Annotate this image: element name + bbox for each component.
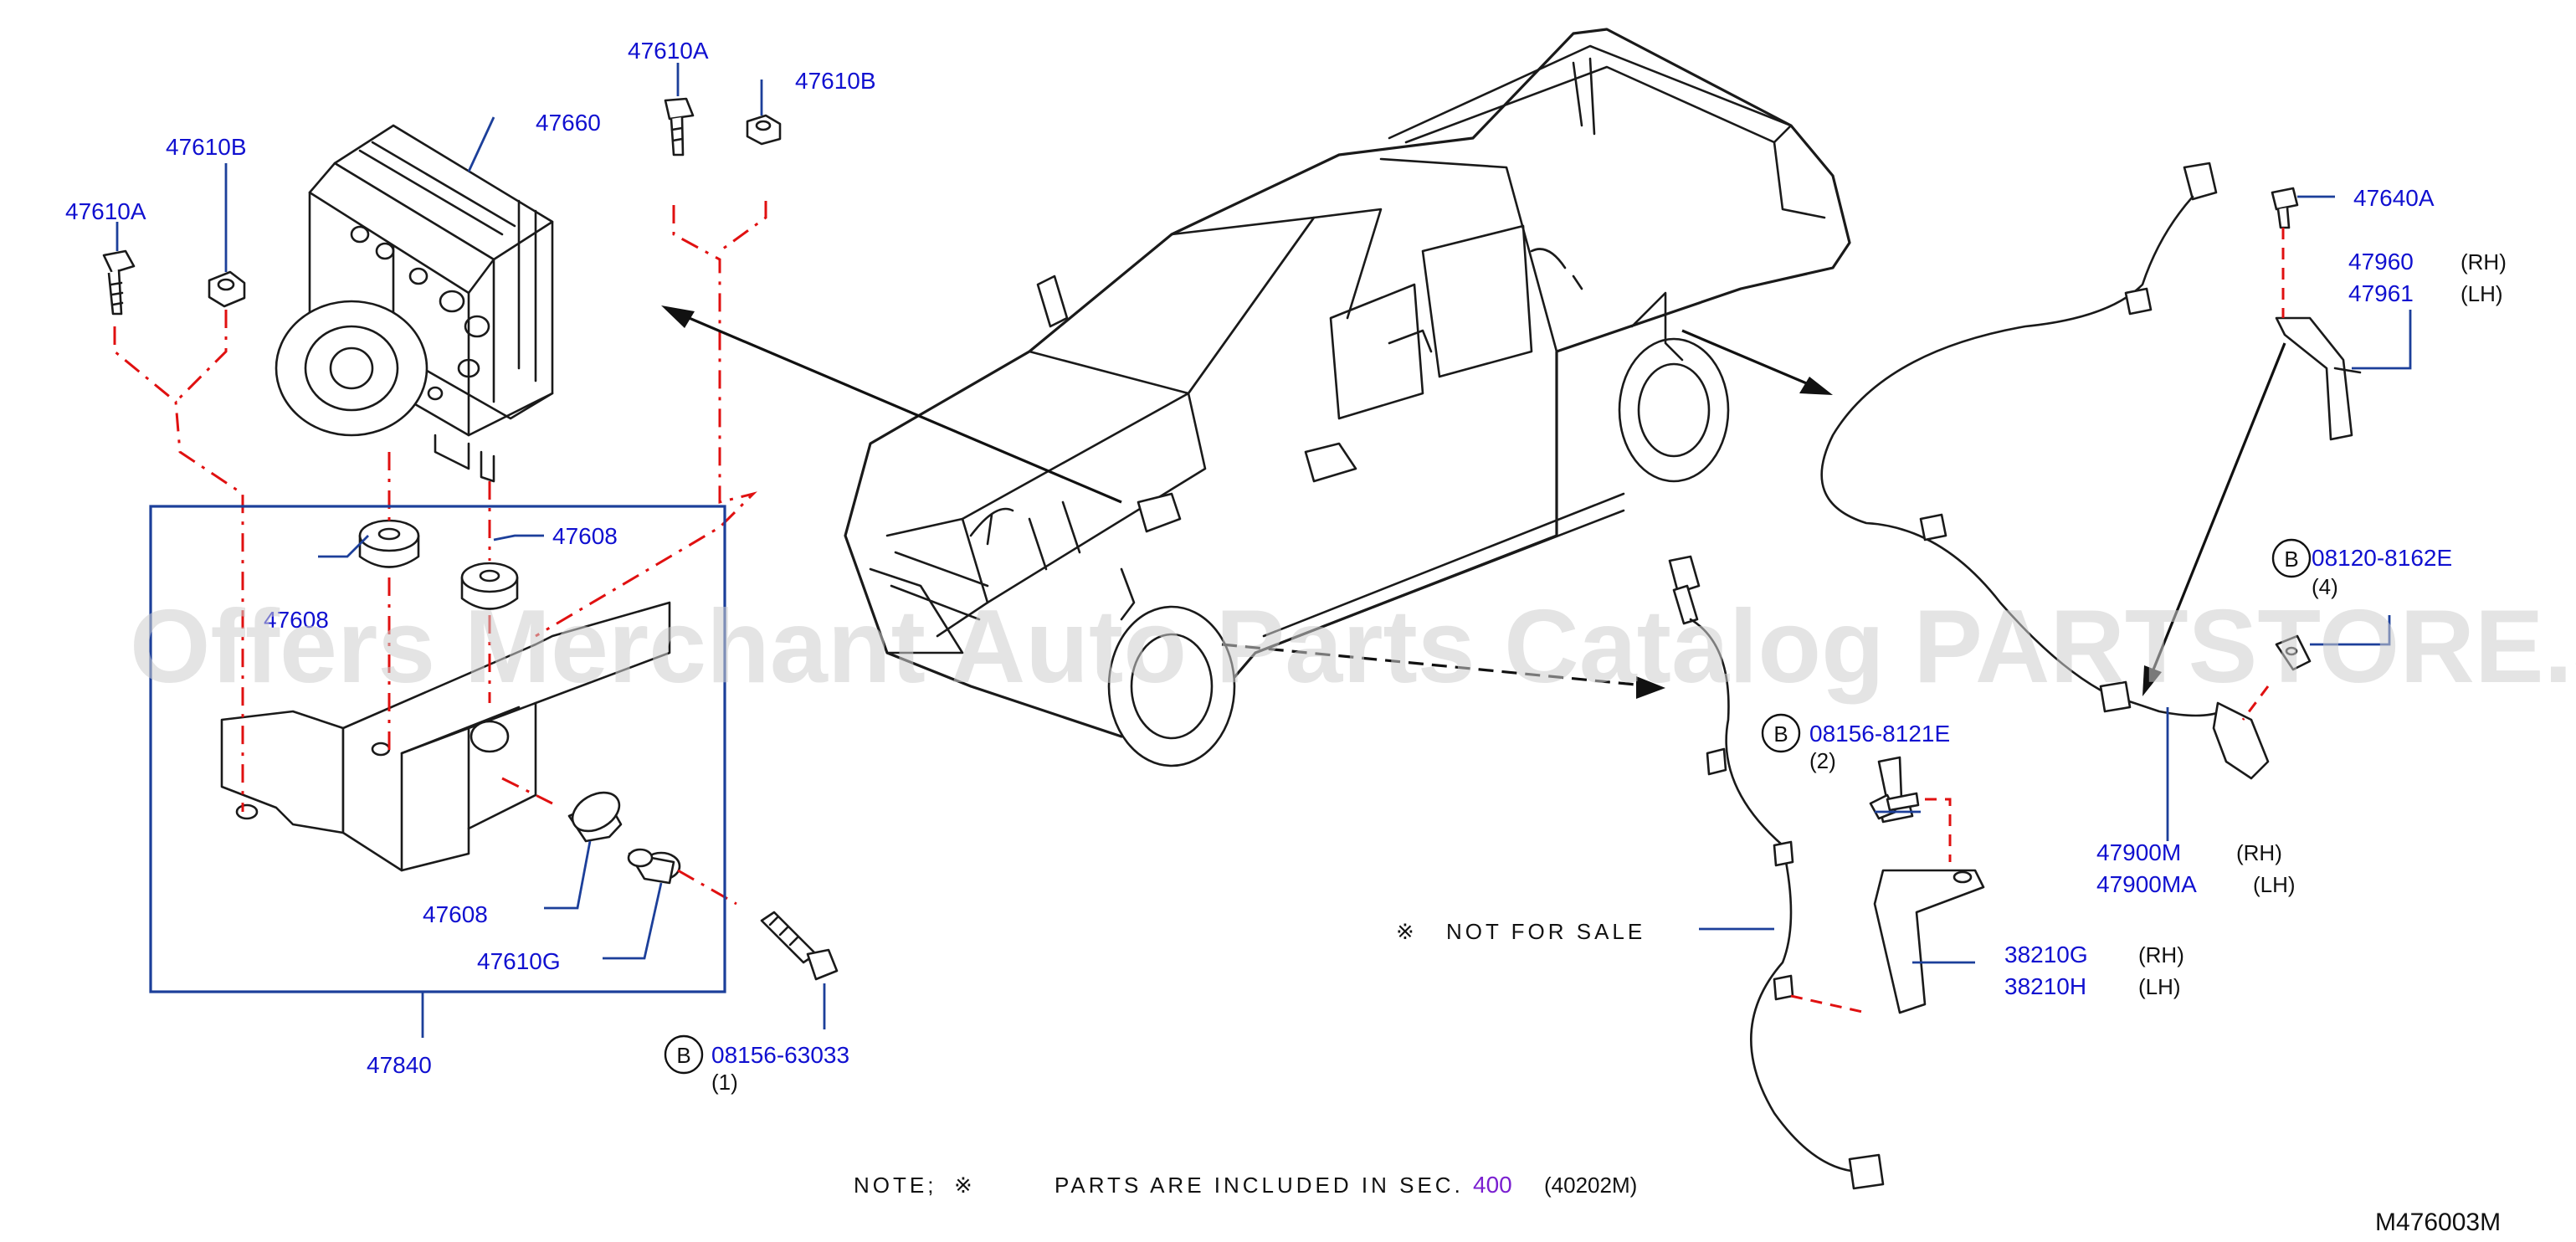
label-47608-a[interactable]: 47608 bbox=[264, 607, 329, 633]
bolt-marker-63033: B bbox=[664, 1034, 704, 1075]
label-47961[interactable]: 47961 bbox=[2348, 280, 2414, 306]
bolt-08120-8162E bbox=[2275, 634, 2312, 671]
note-text: PARTS ARE INCLUDED IN SEC. bbox=[1055, 1173, 1464, 1198]
diagram-code: M476003M bbox=[2375, 1209, 2501, 1236]
label-47610A-left[interactable]: 47610A bbox=[65, 198, 146, 224]
watermark: Offers Merchant Auto Parts Catalog PARTS… bbox=[130, 589, 2576, 705]
label-47610A-top[interactable]: 47610A bbox=[628, 38, 709, 64]
nut-47610B-left bbox=[208, 270, 246, 308]
label-08156-63033[interactable]: 08156-63033 bbox=[711, 1042, 849, 1068]
side-38210G: (RH) bbox=[2138, 942, 2184, 967]
sensor-bracket-38210 bbox=[1873, 756, 1985, 1014]
grommet-b bbox=[460, 562, 519, 610]
label-08156-8121E[interactable]: 08156-8121E bbox=[1809, 721, 1950, 747]
label-47900MA[interactable]: 47900MA bbox=[2096, 871, 2197, 897]
sensor-bracket-47960 bbox=[2275, 316, 2362, 441]
label-08120-8162E[interactable]: 08120-8162E bbox=[2312, 545, 2452, 571]
assembly-guides-front bbox=[1790, 798, 1952, 1014]
qty-08156-63033: (1) bbox=[711, 1070, 738, 1095]
abs-actuator-unit bbox=[275, 124, 554, 483]
not-for-sale-text: NOT FOR SALE bbox=[1446, 919, 1645, 944]
abs-bracket-group-box bbox=[149, 505, 726, 993]
label-47610B-left[interactable]: 47610B bbox=[166, 134, 247, 160]
leaders-right bbox=[1699, 195, 2412, 964]
note-section-link[interactable]: 400 bbox=[1473, 1172, 1512, 1198]
not-for-sale-mark: ※ bbox=[1396, 919, 1414, 944]
bolt-marker-label: B bbox=[2284, 547, 2298, 572]
label-47608-b[interactable]: 47608 bbox=[552, 523, 618, 549]
label-47640A[interactable]: 47640A bbox=[2353, 185, 2435, 211]
side-47900MA: (LH) bbox=[2253, 872, 2296, 897]
label-47960[interactable]: 47960 bbox=[2348, 249, 2414, 275]
bolt-marker-8162E: B bbox=[2271, 538, 2312, 578]
grommet-a bbox=[358, 519, 420, 568]
side-47961: (LH) bbox=[2461, 281, 2503, 306]
qty-08120-8162E: (4) bbox=[2312, 574, 2338, 599]
note-prefix: NOTE; bbox=[854, 1173, 936, 1198]
pickup-truck bbox=[844, 28, 1851, 767]
label-47900M[interactable]: 47900M bbox=[2096, 839, 2181, 865]
front-wheel-sensor-harness bbox=[1668, 555, 1885, 1190]
part-labels: 47610A 47610B 47610A 47610B 47660 47608 … bbox=[65, 38, 2507, 1236]
label-47840[interactable]: 47840 bbox=[367, 1052, 432, 1078]
label-47608-c[interactable]: 47608 bbox=[423, 901, 488, 927]
side-38210H: (LH) bbox=[2138, 974, 2181, 999]
leaders-left bbox=[115, 63, 826, 1038]
side-47960: (RH) bbox=[2461, 249, 2507, 275]
bolt-marker-label: B bbox=[1773, 721, 1788, 747]
label-38210H[interactable]: 38210H bbox=[2004, 973, 2086, 999]
label-47660[interactable]: 47660 bbox=[536, 110, 601, 136]
rear-wheel-sensor-harness bbox=[1820, 162, 2270, 780]
bolt-marker-label: B bbox=[676, 1043, 690, 1068]
note-ref: (40202M) bbox=[1544, 1173, 1637, 1198]
abs-bracket bbox=[220, 601, 671, 872]
side-47900M: (RH) bbox=[2236, 840, 2282, 865]
note-mark: ※ bbox=[954, 1173, 972, 1198]
grommet-c bbox=[567, 791, 623, 843]
pointer-arrows bbox=[661, 305, 2286, 699]
bolt-marker-8121E: B bbox=[1761, 713, 1801, 753]
label-47610G[interactable]: 47610G bbox=[477, 948, 561, 974]
collar-47610G bbox=[627, 848, 681, 885]
assembly-guides-left bbox=[113, 201, 767, 906]
bolt-47640A bbox=[2271, 187, 2299, 229]
assembly-guides-rear bbox=[2241, 228, 2285, 721]
label-47610B-top[interactable]: 47610B bbox=[795, 68, 876, 94]
label-38210G[interactable]: 38210G bbox=[2004, 942, 2088, 967]
bolt-47610A-top bbox=[664, 97, 695, 157]
qty-08156-8121E: (2) bbox=[1809, 748, 1836, 773]
bolt-08156-63033 bbox=[760, 911, 839, 981]
bolt-47610A-left bbox=[102, 249, 136, 316]
nut-47610B-top bbox=[746, 114, 782, 146]
